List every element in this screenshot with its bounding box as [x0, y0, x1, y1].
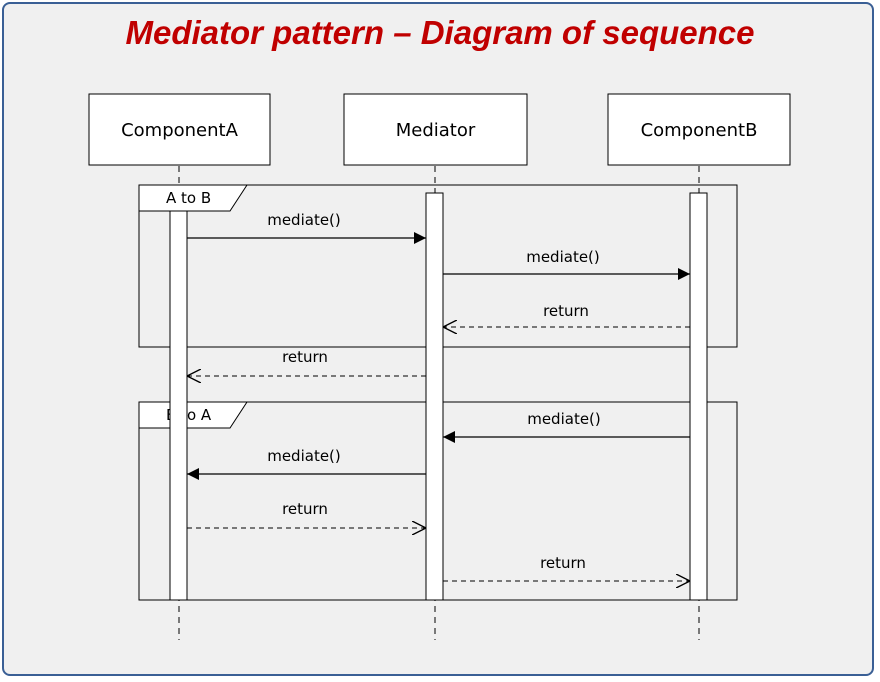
activation-component-b — [689, 192, 708, 601]
message-label: mediate() — [267, 447, 341, 465]
message-label: mediate() — [526, 248, 600, 266]
message-label: mediate() — [527, 410, 601, 428]
message-return-mediator-to-b: return — [443, 554, 690, 581]
activation-mediator — [425, 192, 444, 601]
message-label: return — [282, 500, 328, 518]
message-return-mediator-to-a: return — [187, 348, 426, 376]
message-label: mediate() — [267, 211, 341, 229]
participant-component-b: ComponentB — [607, 93, 791, 166]
message-a-to-mediator: mediate() — [187, 211, 426, 244]
message-label: return — [543, 302, 589, 320]
fragment-label: A to B — [166, 189, 211, 207]
message-mediator-to-b: mediate() — [443, 248, 690, 280]
message-mediator-to-a: mediate() — [187, 447, 426, 480]
message-b-to-mediator: mediate() — [443, 410, 690, 443]
activation-component-a — [169, 210, 188, 601]
participant-mediator: Mediator — [343, 93, 528, 166]
message-return-b-to-mediator: return — [443, 302, 690, 327]
participant-label: Mediator — [396, 120, 476, 141]
message-return-a-to-mediator: return — [187, 500, 426, 528]
participant-label: ComponentA — [121, 120, 239, 141]
page-title: Mediator pattern – Diagram of sequence — [125, 14, 755, 51]
message-label: return — [282, 348, 328, 366]
fragment-a-to-b: A to B — [138, 184, 738, 348]
participant-component-a: ComponentA — [88, 93, 271, 166]
message-label: return — [540, 554, 586, 572]
participant-label: ComponentB — [641, 120, 758, 141]
